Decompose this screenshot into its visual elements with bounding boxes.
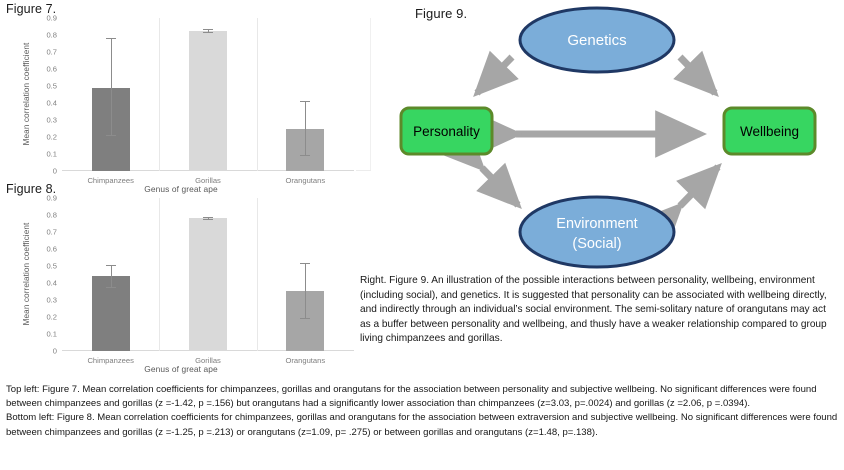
arrow-personality-environment	[440, 125, 522, 210]
arrow-genetics-wellbeing	[673, 50, 719, 98]
figure9-svg: Genetics Personality Wellbeing Environme…	[399, 6, 817, 269]
y-tick-label: 0.3	[46, 115, 57, 125]
x-tick-chimpanzees: Chimpanzees	[87, 356, 134, 365]
bar-chimpanzees	[91, 276, 130, 351]
x-tick-orangutans: Orangutans	[285, 176, 326, 185]
error-bar-chimpanzees	[110, 38, 112, 136]
figure9-label: Figure 9.	[415, 6, 468, 21]
caption-divider	[0, 379, 844, 380]
node-genetics[interactable]	[518, 6, 676, 74]
y-tick-label: 0.9	[46, 193, 57, 203]
error-bar-orangutans	[305, 262, 307, 318]
node-personality-label: Personality	[413, 124, 480, 139]
y-tick-label: 0.8	[46, 210, 57, 220]
y-tick-label: 0.5	[46, 81, 57, 91]
error-cap	[105, 135, 116, 137]
error-cap	[105, 38, 116, 40]
figure8-y-axis-label: Mean correlation coefficient	[22, 222, 31, 326]
y-tick-label: 0.8	[46, 30, 57, 40]
figure7-caption: Top left: Figure 7. Mean correlation coe…	[6, 384, 817, 410]
error-cap	[105, 265, 116, 267]
arrow-genetics-personality	[473, 50, 519, 98]
error-cap	[203, 217, 213, 219]
bar-gorillas	[189, 218, 227, 351]
node-genetics-label: Genetics	[567, 32, 626, 49]
y-tick-label: 0	[52, 346, 57, 356]
y-tick-label: 0.5	[46, 261, 57, 271]
error-cap	[300, 317, 311, 319]
error-cap	[105, 287, 116, 289]
y-tick-label: 0.1	[46, 149, 57, 159]
category-separator	[256, 198, 258, 351]
error-cap	[300, 154, 311, 156]
figure8-x-axis-label: Genus of great ape	[144, 364, 218, 374]
error-cap	[203, 31, 213, 33]
node-wellbeing[interactable]	[722, 106, 817, 156]
error-cap	[300, 101, 311, 103]
y-tick-label: 0.4	[46, 278, 57, 288]
y-tick-label: 0.1	[46, 329, 57, 339]
x-tick-chimpanzees: Chimpanzees	[87, 176, 134, 185]
y-tick-label: 0.4	[46, 98, 57, 108]
arrow-environment-wellbeing	[638, 162, 722, 249]
figure7-bar-chart: Mean correlation coefficient 0 0.1 0.2 0.3 0…	[6, 13, 356, 194]
y-tick-label: 0.3	[46, 295, 57, 305]
error-cap	[300, 262, 311, 264]
node-environment-label-line1: Environment	[556, 216, 637, 232]
y-tick-label: 0.7	[46, 227, 57, 237]
document-edge-line-h	[356, 170, 371, 171]
y-tick-label: 0.7	[46, 47, 57, 57]
document-edge-line	[370, 18, 371, 170]
error-cap	[203, 29, 213, 31]
node-wellbeing-label: Wellbeing	[740, 124, 799, 139]
x-tick-gorillas: Gorillas	[195, 356, 221, 365]
y-tick-label: 0	[52, 166, 57, 176]
figure8-bar-chart: Mean correlation coefficient 0 0.1 0.2 0.3 0…	[6, 193, 356, 374]
error-bar-chimpanzees	[110, 265, 112, 288]
x-tick-gorillas: Gorillas	[195, 176, 221, 185]
category-separator	[159, 198, 161, 351]
error-bar-orangutans	[305, 101, 307, 155]
bottom-captions: Top left: Figure 7. Mean correlation coe…	[6, 383, 840, 440]
y-tick-label: 0.2	[46, 132, 57, 142]
figure8-caption: Bottom left: Figure 8. Mean correlation …	[6, 412, 838, 438]
y-tick-label: 0.2	[46, 312, 57, 322]
category-separator	[159, 18, 161, 171]
figure7-y-axis-label: Mean correlation coefficient	[22, 42, 31, 146]
figure7-label: Figure 7.	[6, 2, 57, 16]
error-bar-gorillas	[208, 217, 209, 220]
figure7-x-axis-label: Genus of great ape	[144, 184, 218, 194]
node-environment-label-line2: (Social)	[572, 236, 621, 252]
node-personality[interactable]	[399, 106, 494, 156]
category-separator	[256, 18, 258, 171]
bar-gorillas	[189, 30, 227, 171]
figure9-diagram: Figure 9. Genetics	[370, 0, 844, 275]
error-bar-gorillas	[208, 29, 209, 32]
y-tick-label: 0.6	[46, 64, 57, 74]
y-tick-label: 0.6	[46, 244, 57, 254]
figure8-label: Figure 8.	[6, 182, 57, 196]
error-cap	[203, 219, 213, 221]
y-tick-label: 0.9	[46, 13, 57, 23]
x-tick-orangutans: Orangutans	[285, 356, 326, 365]
figure9-caption: Right. Figure 9. An illustration of the …	[360, 275, 827, 345]
node-environment[interactable]	[518, 195, 676, 269]
